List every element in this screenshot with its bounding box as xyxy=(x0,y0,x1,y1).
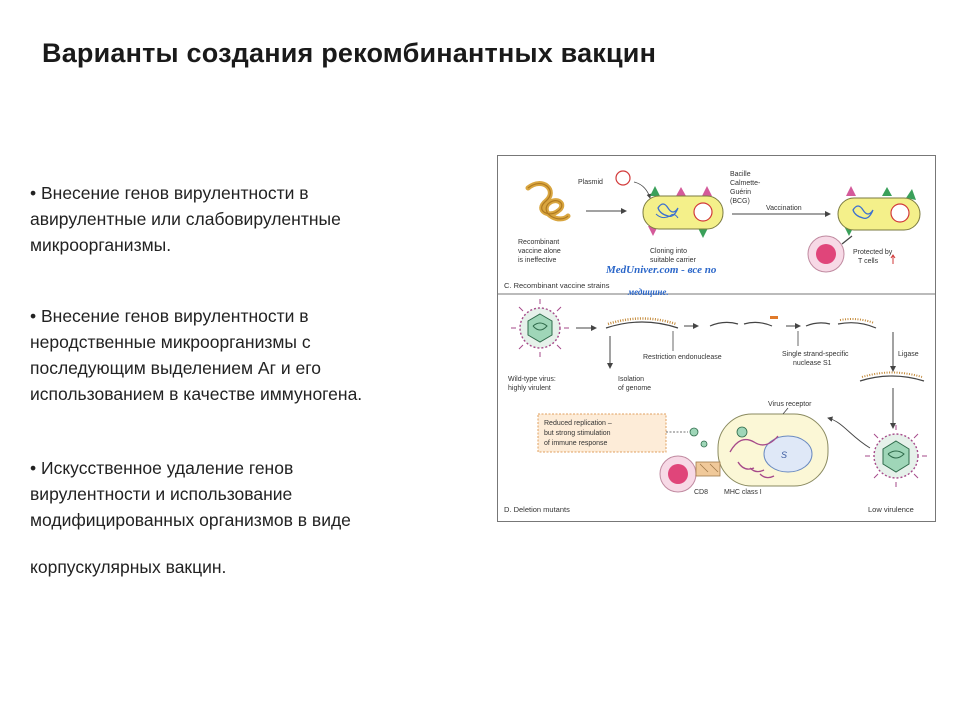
dna-strand-icon xyxy=(805,318,877,329)
virion-icon xyxy=(689,427,699,437)
watermark: медицине. xyxy=(627,287,669,297)
label-protected: Protected by xyxy=(853,249,893,256)
vaccine-figure: Recombinant vaccine alone is ineffective… xyxy=(497,155,936,522)
label-protected: T cells xyxy=(858,258,879,265)
label-ligase: Ligase xyxy=(898,351,919,358)
label-cd8: CD8 xyxy=(694,489,708,496)
pointer-line xyxy=(782,407,789,415)
svg-text:S: S xyxy=(781,450,787,460)
label-bcg: (BCG) xyxy=(730,198,750,205)
host-cell-icon: S xyxy=(717,413,829,487)
bullet-line: вирулентности и использование xyxy=(30,484,293,504)
bullet-3-continuation: корпускулярных вакцин. xyxy=(30,554,226,580)
label-reduced: but strong stimulation xyxy=(544,430,611,437)
bullet-line: • Искусственное удаление генов xyxy=(30,458,294,478)
label-restriction: Restriction endonuclease xyxy=(643,354,722,361)
panel-c-caption: C. Recombinant vaccine strains xyxy=(504,281,610,290)
bullet-line: • Внесение генов вирулентности в xyxy=(30,183,309,203)
label-isolation: Isolation xyxy=(618,376,644,383)
label-bcg: Guérin xyxy=(730,189,751,196)
vaccinated-cell-icon xyxy=(837,186,921,236)
bullet-line: использованием в качестве иммуногена. xyxy=(30,384,363,404)
label-vaccination: Vaccination xyxy=(766,205,802,212)
bcg-cell-icon xyxy=(642,186,724,238)
figure-svg: Recombinant vaccine alone is ineffective… xyxy=(498,170,935,514)
label-isolation: of genome xyxy=(618,385,651,392)
label-cloning: suitable carrier xyxy=(650,257,697,264)
bullet-line: последующим выделением Аг и его xyxy=(30,358,321,378)
plasmid-ring-icon xyxy=(615,170,631,186)
label-low-virulence: Low virulence xyxy=(868,505,914,514)
bullet-line: авирулентные или слабовирулентные xyxy=(30,209,341,229)
label-single-strand: Single strand-specific xyxy=(782,351,849,358)
watermark: MedUniver.com - все по xyxy=(605,264,717,276)
dna-strand-icon xyxy=(709,316,778,327)
panel-d-caption: D. Deletion mutants xyxy=(504,505,570,514)
label-wild-type: Wild-type virus: xyxy=(508,376,556,383)
wild-type-virus-icon xyxy=(511,299,569,357)
label-virus-receptor: Virus receptor xyxy=(768,401,812,408)
bullet-1: • Внесение генов вирулентности в авируле… xyxy=(30,180,341,258)
bullet-3: • Искусственное удаление генов вирулентн… xyxy=(30,455,351,533)
label-bcg: Calmette- xyxy=(730,180,761,187)
label-cloning: Cloning into xyxy=(650,248,687,255)
bullet-line: неродственные микроорганизмы с xyxy=(30,332,311,352)
bullet-line: • Внесение генов вирулентности в xyxy=(30,306,309,326)
label-single-strand: nuclease S1 xyxy=(793,360,832,367)
label-recombinant: vaccine alone xyxy=(518,248,561,255)
dna-strand-icon xyxy=(859,371,925,382)
t-cell-icon xyxy=(807,235,853,273)
bullet-line: модифицированных организмов в виде xyxy=(30,510,351,530)
label-wild-type: highly virulent xyxy=(508,385,551,392)
bullet-line: микроорганизмы. xyxy=(30,235,172,255)
plasmid-dna-icon xyxy=(525,181,571,222)
slide-title: Варианты создания рекомбинантных вакцин xyxy=(42,38,657,68)
bullet-line: корпускулярных вакцин. xyxy=(30,557,227,577)
cd8-t-cell-icon xyxy=(659,455,721,493)
label-reduced: of immune response xyxy=(544,440,608,447)
label-plasmid: Plasmid xyxy=(578,179,603,186)
arrow xyxy=(633,181,652,199)
virion-icon xyxy=(700,440,708,448)
label-mhc: MHC class I xyxy=(724,489,762,496)
label-recombinant: is ineffective xyxy=(518,257,556,264)
arrow xyxy=(827,416,871,449)
label-bcg: Bacille xyxy=(730,171,751,178)
label-recombinant: Recombinant xyxy=(518,239,559,246)
dna-strand-icon xyxy=(605,317,679,329)
bullet-2: • Внесение генов вирулентности в неродст… xyxy=(30,303,362,407)
up-arrow-icon xyxy=(890,254,896,264)
reduced-replication-box: Reduced replication – but strong stimula… xyxy=(537,413,667,453)
label-reduced: Reduced replication – xyxy=(544,420,612,427)
low-virulence-virus-icon xyxy=(865,425,927,487)
